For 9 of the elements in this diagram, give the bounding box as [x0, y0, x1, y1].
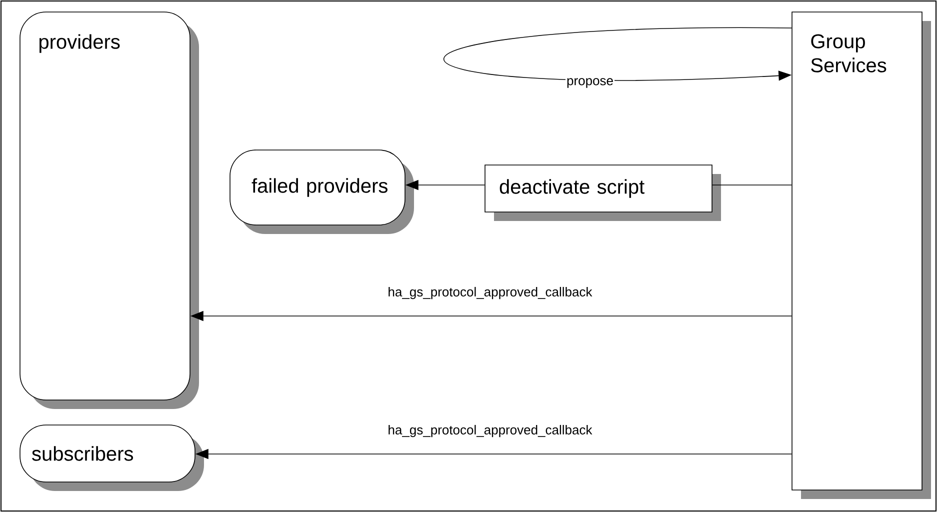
process-box: deactivate script — [484, 164, 721, 221]
edge-label: propose — [566, 77, 614, 89]
process-box: Group Services — [792, 12, 931, 499]
rounded-box: providers — [20, 12, 199, 409]
rounded-box: subscribers — [20, 424, 204, 491]
arrow — [443, 28, 792, 81]
edge-label: ha_gs_protocol_approved_callback — [386, 286, 594, 300]
edge-label: ha_gs_protocol_approved_callback — [386, 424, 594, 438]
rounded-box: failed providers — [230, 150, 414, 234]
